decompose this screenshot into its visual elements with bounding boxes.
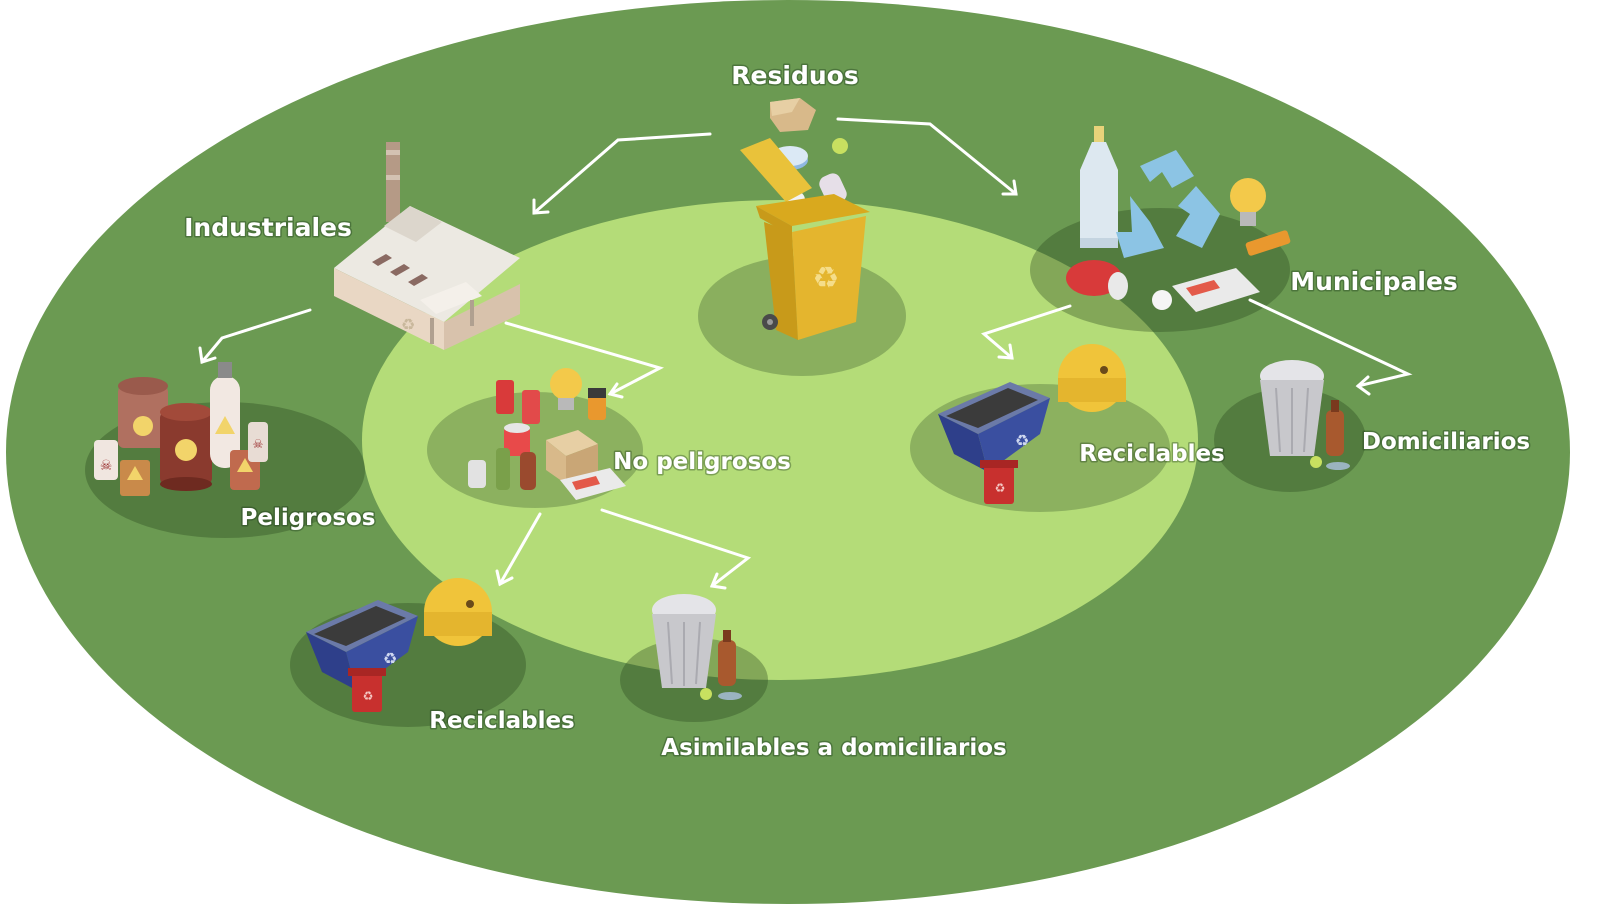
label-domiciliarios: Domiciliarios (1362, 429, 1530, 455)
arrow-to-domiciliarios (1248, 298, 1413, 396)
arrow-to-no-peligrosos (504, 321, 665, 399)
arrow-to-municipales (836, 117, 1018, 196)
yellow-recycling-bin-icon: ♻ (740, 98, 870, 340)
label-no-peligrosos: No peligrosos (613, 449, 791, 475)
arrow-to-peligrosos (198, 308, 312, 364)
label-residuos: Residuos (731, 61, 858, 90)
svg-text:☠: ☠ (100, 458, 113, 474)
label-municipales: Municipales (1290, 267, 1458, 296)
svg-text:♻: ♻ (401, 315, 415, 334)
inner-ring (362, 200, 1198, 680)
trash-can-icon-left (652, 594, 742, 700)
factory-icon: ♻ (334, 142, 520, 350)
arrow-to-reciclables-left (495, 512, 542, 587)
arrow-to-reciclables-right (980, 304, 1072, 360)
label-reciclables-left: Reciclables (429, 708, 575, 734)
recyclable-items-icon (1066, 126, 1291, 312)
mixed-waste-items-icon (468, 368, 626, 500)
trash-can-icon-right (1260, 360, 1350, 470)
svg-text:♻: ♻ (995, 481, 1006, 495)
arrow-to-industriales (532, 132, 712, 215)
arrow-to-asimilables (600, 508, 752, 590)
label-asimilables: Asimilables a domiciliarios (661, 735, 1006, 761)
svg-text:♻: ♻ (813, 261, 840, 296)
svg-text:☠: ☠ (253, 437, 264, 451)
svg-text:♻: ♻ (363, 689, 374, 703)
svg-text:♻: ♻ (383, 649, 397, 668)
svg-text:♻: ♻ (1015, 431, 1029, 450)
label-industriales: Industriales (184, 213, 352, 242)
label-peligrosos: Peligrosos (240, 505, 375, 531)
label-reciclables-right: Reciclables (1079, 441, 1225, 467)
skip-container-icon-right: ♻ ♻ (938, 344, 1126, 504)
hazardous-containers-icon: ☠ ☠ (94, 362, 268, 496)
skip-container-icon-left: ♻ ♻ (306, 578, 492, 712)
